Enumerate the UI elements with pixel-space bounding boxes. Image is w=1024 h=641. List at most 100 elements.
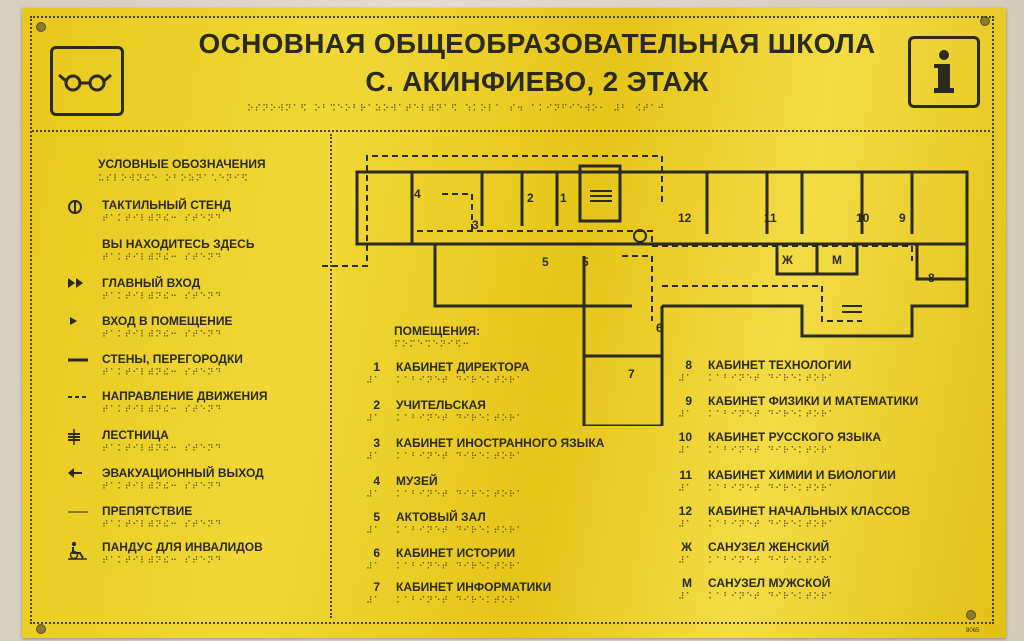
room-number-braille: ⠼⠁ xyxy=(678,592,694,602)
room-braille: ⠅⠁⠃⠊⠝⠑⠞ ⠙⠊⠗⠑⠅⠞⠕⠗⠁ xyxy=(708,556,836,566)
legend-item-label: ПАНДУС ДЛЯ ИНВАЛИДОВ xyxy=(102,540,263,554)
plan-room-8: 8 xyxy=(928,271,935,285)
room-braille: ⠅⠁⠃⠊⠝⠑⠞ ⠙⠊⠗⠑⠅⠞⠕⠗⠁ xyxy=(708,410,836,420)
room-number-braille: ⠼⠁ xyxy=(366,376,382,386)
plan-room-3: 3 xyxy=(472,218,479,232)
screw-top-left xyxy=(36,22,46,32)
legend-item-label: ЭВАКУАЦИОННЫЙ ВЫХОД xyxy=(102,466,264,480)
room-label: КАБИНЕТ НАЧАЛЬНЫХ КЛАССОВ xyxy=(708,504,911,518)
legend-title-braille: ⠥⠎⠇⠕⠺⠝⠮⠑ ⠕⠃⠕⠵⠝⠁⠡⠑⠝⠊⠫ xyxy=(98,174,249,184)
plan-room-wc-w: Ж xyxy=(781,253,793,267)
legend-item-braille: ⠞⠁⠅⠞⠊⠇⠾⠝⠮⠒ ⠎⠞⠑⠝⠙ xyxy=(102,214,223,224)
plan-room-12: 12 xyxy=(678,211,692,225)
room-number: 12 xyxy=(678,504,692,518)
room-label: КАБИНЕТ ИСТОРИИ xyxy=(396,546,516,560)
room-braille: ⠅⠁⠃⠊⠝⠑⠞ ⠙⠊⠗⠑⠅⠞⠕⠗⠁ xyxy=(708,446,836,456)
wheelchair-ramp-icon xyxy=(66,540,90,560)
double-triangle-icon xyxy=(66,276,90,296)
room-number: 5 xyxy=(373,510,380,524)
sign-code: 8065 xyxy=(966,628,980,634)
info-icon xyxy=(934,50,954,93)
legend-item-label: НАПРАВЛЕНИЕ ДВИЖЕНИЯ xyxy=(102,389,268,403)
plan-room-9: 9 xyxy=(899,211,906,225)
room-number: 6 xyxy=(373,546,380,560)
stairs-icon xyxy=(66,428,90,448)
room-braille: ⠅⠁⠃⠊⠝⠑⠞ ⠙⠊⠗⠑⠅⠞⠕⠗⠁ xyxy=(708,520,836,530)
room-label: КАБИНЕТ ДИРЕКТОРА xyxy=(396,360,530,374)
room-number-braille: ⠼⠁ xyxy=(366,490,382,500)
room-braille: ⠅⠁⠃⠊⠝⠑⠞ ⠙⠊⠗⠑⠅⠞⠕⠗⠁ xyxy=(396,596,524,606)
info-icon-box xyxy=(908,36,980,108)
plan-room-1: 1 xyxy=(560,191,567,205)
room-number: 2 xyxy=(373,398,380,412)
arrow-left-icon xyxy=(66,466,90,486)
legend-title: УСЛОВНЫЕ ОБОЗНАЧЕНИЯ xyxy=(98,157,266,171)
legend-item-braille: ⠞⠁⠅⠞⠊⠇⠾⠝⠮⠒ ⠎⠞⠑⠝⠙ xyxy=(102,444,223,454)
glasses-icon xyxy=(58,73,112,92)
room-number-braille: ⠼⠁ xyxy=(678,484,694,494)
room-number-braille: ⠼⠁ xyxy=(678,556,694,566)
room-braille: ⠅⠁⠃⠊⠝⠑⠞ ⠙⠊⠗⠑⠅⠞⠕⠗⠁ xyxy=(396,526,524,536)
room-label: КАБИНЕТ РУССКОГО ЯЗЫКА xyxy=(708,430,882,444)
plan-room-6: 6 xyxy=(656,321,663,335)
legend-item-label: ЛЕСТНИЦА xyxy=(102,428,169,442)
room-label: КАБИНЕТ ХИМИИ И БИОЛОГИИ xyxy=(708,468,896,482)
tactile-stand-icon xyxy=(66,198,90,218)
top-wing-wall xyxy=(355,170,969,246)
floor-plan-sign: ОСНОВНАЯ ОБЩЕОБРАЗОВАТЕЛЬНАЯ ШКОЛА С. АК… xyxy=(22,8,1006,638)
you-are-here-icon xyxy=(66,237,90,257)
room-braille: ⠅⠁⠃⠊⠝⠑⠞ ⠙⠊⠗⠑⠅⠞⠕⠗⠁ xyxy=(708,484,836,494)
legend-item-braille: ⠞⠁⠅⠞⠊⠇⠾⠝⠮⠒ ⠎⠞⠑⠝⠙ xyxy=(102,292,223,302)
room-number: 8 xyxy=(685,358,692,372)
room-braille: ⠅⠁⠃⠊⠝⠑⠞ ⠙⠊⠗⠑⠅⠞⠕⠗⠁ xyxy=(396,376,524,386)
room-number-braille: ⠼⠁ xyxy=(366,562,382,572)
room-number-braille: ⠼⠁ xyxy=(366,526,382,536)
floor-plan-diagram: 4 2 1 3 12 11 10 9 Ж М 5 5 8 6 7 xyxy=(322,155,969,426)
room-number: 3 xyxy=(373,436,380,450)
sign-title-line2: С. АКИНФИЕВО, 2 ЭТАЖ xyxy=(365,66,709,97)
room-number: 9 xyxy=(685,394,692,408)
legend-item-label: СТЕНЫ, ПЕРЕГОРОДКИ xyxy=(102,352,243,366)
room-number-braille: ⠼⠁ xyxy=(678,410,694,420)
glasses-icon-box xyxy=(50,46,124,116)
room-label: КАБИНЕТ ИНФОРМАТИКИ xyxy=(396,580,552,594)
outer-dotted-border xyxy=(30,16,994,624)
plan-room-5a: 5 xyxy=(542,255,549,269)
legend-item-label: ВЫ НАХОДИТЕСЬ ЗДЕСЬ xyxy=(102,237,255,251)
room-number-braille: ⠼⠁ xyxy=(366,452,382,462)
room-number-braille: ⠼⠁ xyxy=(678,446,694,456)
legend-item-label: ВХОД В ПОМЕЩЕНИЕ xyxy=(102,314,233,328)
screw-bottom-right xyxy=(966,610,976,620)
room-braille: ⠅⠁⠃⠊⠝⠑⠞ ⠙⠊⠗⠑⠅⠞⠕⠗⠁ xyxy=(396,490,524,500)
legend-item-braille: ⠞⠁⠅⠞⠊⠇⠾⠝⠮⠒ ⠎⠞⠑⠝⠙ xyxy=(102,482,223,492)
room-braille: ⠅⠁⠃⠊⠝⠑⠞ ⠙⠊⠗⠑⠅⠞⠕⠗⠁ xyxy=(396,562,524,572)
triangle-icon xyxy=(66,314,90,334)
legend-item-braille: ⠞⠁⠅⠞⠊⠇⠾⠝⠮⠒ ⠎⠞⠑⠝⠙ xyxy=(102,330,223,340)
room-label: МУЗЕЙ xyxy=(396,474,438,488)
room-number: 10 xyxy=(678,430,692,444)
legend-column-border xyxy=(40,134,332,618)
room-label: КАБИНЕТ ИНОСТРАННОГО ЯЗЫКА xyxy=(396,436,605,450)
room-number-braille: ⠼⠁ xyxy=(366,414,382,424)
room-label: КАБИНЕТ ФИЗИКИ И МАТЕМАТИКИ xyxy=(708,394,919,408)
you-are-here-marker xyxy=(633,229,647,243)
plan-room-2: 2 xyxy=(527,191,534,205)
plan-room-10: 10 xyxy=(856,211,870,225)
room-number: 4 xyxy=(373,474,380,488)
plan-room-7: 7 xyxy=(628,367,635,381)
legend-item-braille: ⠞⠁⠅⠞⠊⠇⠾⠝⠮⠒ ⠎⠞⠑⠝⠙ xyxy=(102,405,223,415)
room-number: 11 xyxy=(679,468,692,482)
title-braille: ⠕⠎⠝⠕⠺⠝⠁⠫ ⠕⠃⠩⠑⠕⠃⠗⠁⠵⠕⠺⠁⠞⠑⠇⠾⠝⠁⠫ ⠱⠅⠕⠇⠁ ⠎⠲ ⠁⠅… xyxy=(247,104,666,114)
legend-item-label: ТАКТИЛЬНЫЙ СТЕНД xyxy=(102,198,232,212)
room-braille: ⠅⠁⠃⠊⠝⠑⠞ ⠙⠊⠗⠑⠅⠞⠕⠗⠁ xyxy=(708,592,836,602)
room-label: АКТОВЫЙ ЗАЛ xyxy=(396,510,486,524)
room-number-braille: ⠼⠁ xyxy=(678,520,694,530)
legend-item-braille: ⠞⠁⠅⠞⠊⠇⠾⠝⠮⠒ ⠎⠞⠑⠝⠙ xyxy=(102,556,223,566)
plan-room-wc-m: М xyxy=(832,253,842,267)
thick-line-icon xyxy=(66,352,90,372)
screw-bottom-left xyxy=(36,624,46,634)
room-label: САНУЗЕЛ ЖЕНСКИЙ xyxy=(708,540,830,554)
sign-title-line1: ОСНОВНАЯ ОБЩЕОБРАЗОВАТЕЛЬНАЯ ШКОЛА xyxy=(198,28,876,59)
legend-item-braille: ⠞⠁⠅⠞⠊⠇⠾⠝⠮⠒ ⠎⠞⠑⠝⠙ xyxy=(102,520,223,530)
room-number: 7 xyxy=(373,580,380,594)
